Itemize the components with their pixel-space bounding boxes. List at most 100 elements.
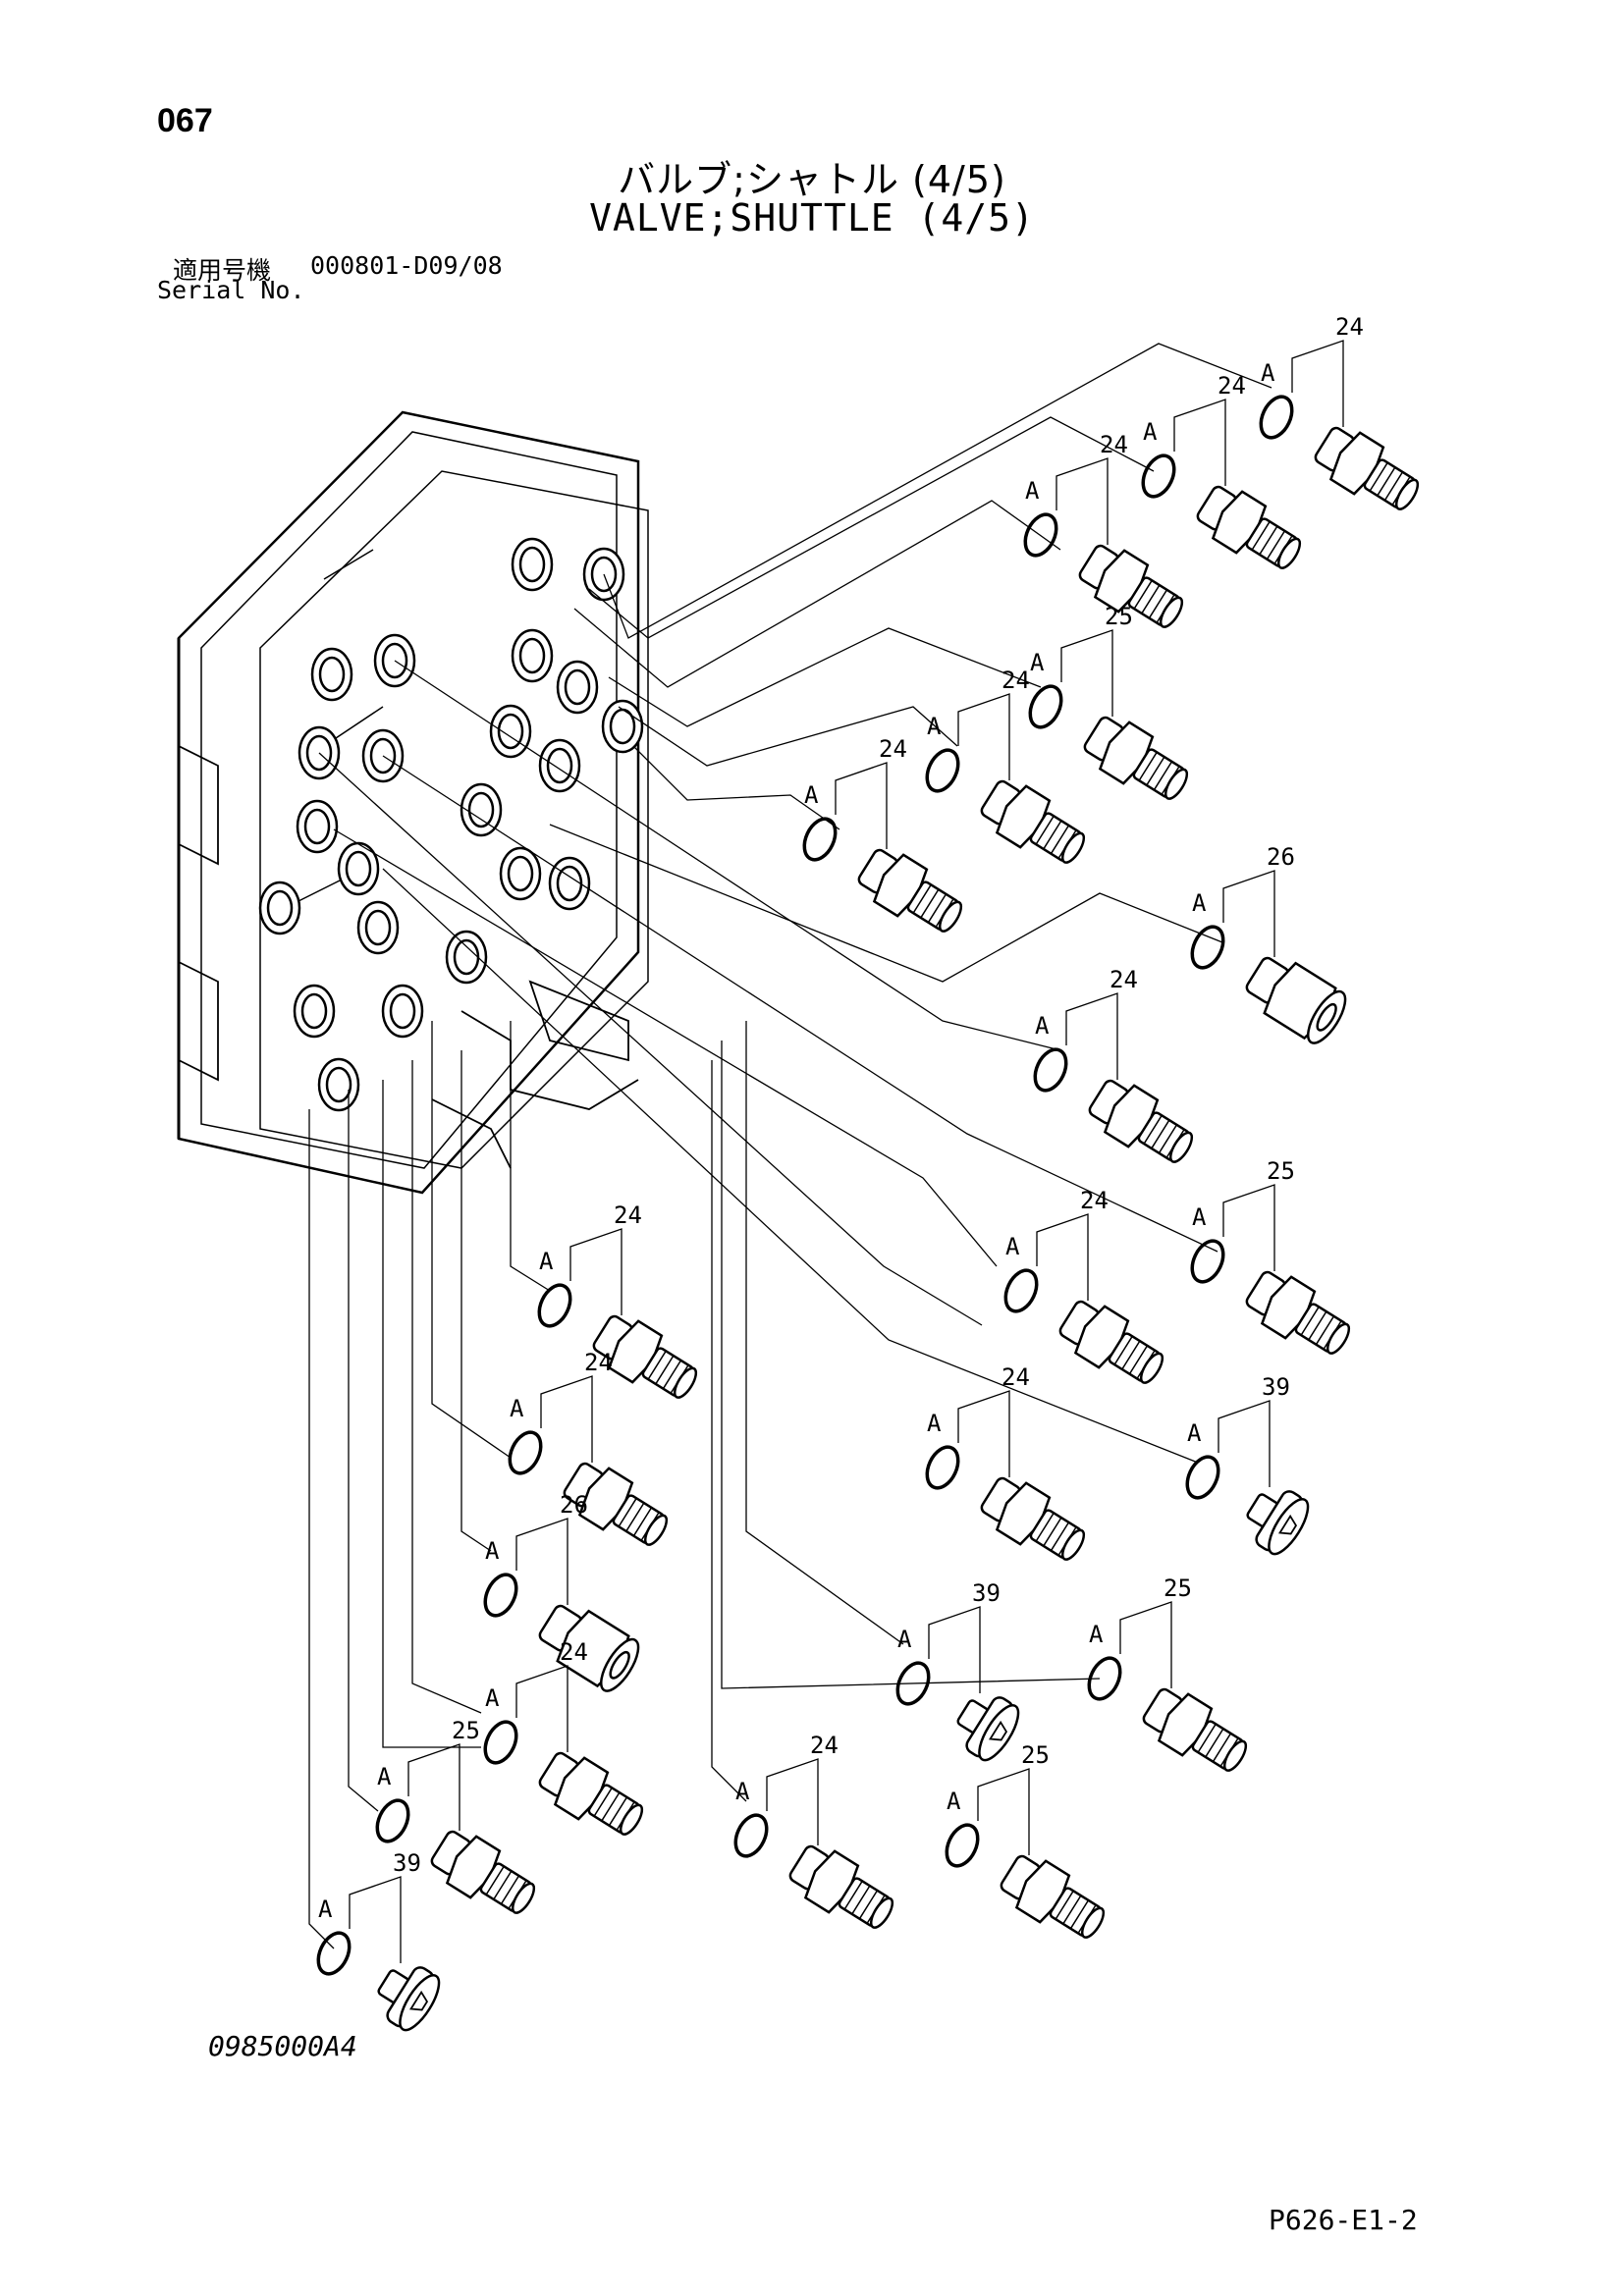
plug-icon (956, 1696, 1020, 1762)
callout-bracket (1291, 340, 1344, 427)
callout-bracket (407, 1743, 460, 1831)
callout-bracket (1119, 1601, 1172, 1688)
seal-label: A (1192, 889, 1207, 917)
part-number: 24 (584, 1349, 613, 1376)
o-ring (895, 1661, 931, 1706)
plug-icon (1246, 1490, 1310, 1556)
part-number: 25 (1267, 1157, 1295, 1185)
part-number: 39 (1262, 1373, 1290, 1401)
o-ring (1190, 925, 1225, 970)
parts-layer: A24A24A24A25A24A24A26A24A25A24A24A39A24A… (316, 313, 1420, 2032)
o-ring (1028, 684, 1063, 729)
seal-label: A (1089, 1621, 1104, 1648)
seal-label: A (485, 1537, 500, 1565)
o-ring (483, 1573, 518, 1618)
part-number: 25 (1021, 1741, 1050, 1769)
callout-bracket (766, 1758, 819, 1845)
callout-fitting-24: A24 (483, 1638, 644, 1836)
callout-fitting-25: A25 (1087, 1575, 1248, 1772)
callout-fitting-25: A25 (375, 1717, 536, 1914)
nut-icon (1245, 956, 1347, 1044)
callout-bracket (515, 1518, 568, 1605)
fitting-icon (1000, 1854, 1106, 1939)
callout-bracket (1036, 1213, 1089, 1301)
seal-label: A (804, 781, 819, 809)
o-ring (802, 817, 838, 862)
callout-plug-39: A 39 (895, 1579, 1020, 1762)
callout-nut-26: A 26 (483, 1491, 640, 1692)
callout-bracket (1222, 870, 1275, 957)
callout-fitting-25: A25 (945, 1741, 1106, 1939)
callout-bracket (515, 1665, 568, 1752)
seal-label: A (735, 1778, 750, 1805)
valve-ports (258, 537, 644, 1112)
part-number: 24 (1335, 313, 1364, 341)
fitting-icon (1078, 544, 1184, 628)
fitting-icon (1314, 426, 1420, 510)
callout-bracket (928, 1606, 981, 1693)
o-ring (733, 1813, 769, 1858)
part-number: 24 (1218, 372, 1246, 400)
fitting-icon (592, 1314, 698, 1399)
callout-fitting-24: A24 (1259, 313, 1420, 510)
callout-fitting-24: A 24 (1023, 431, 1184, 628)
o-ring (508, 1430, 543, 1475)
o-ring (925, 748, 960, 793)
fitting-icon (538, 1751, 644, 1836)
seal-label: A (1025, 477, 1040, 505)
callout-bracket (835, 762, 888, 849)
fitting-icon (857, 848, 963, 933)
fitting-icon (1088, 1079, 1194, 1163)
part-number: 24 (1001, 667, 1030, 694)
part-number: 24 (1100, 431, 1128, 458)
part-number: 24 (879, 735, 907, 763)
drawing-number: 0985000A4 (208, 2030, 357, 2062)
fitting-icon (430, 1830, 536, 1914)
plug-icon (377, 1966, 441, 2032)
callout-fitting-24: A24 (1033, 966, 1194, 1163)
part-number: 39 (972, 1579, 1001, 1607)
valve-body (177, 410, 649, 1195)
callout-bracket (1060, 629, 1113, 717)
nut-icon (538, 1604, 640, 1692)
callout-plug-39: A39 (316, 1849, 441, 2032)
page-code: P626-E1-2 (1269, 2204, 1418, 2236)
callout-fitting-24: A24 (1003, 1187, 1164, 1384)
serial-range: 000801-D09/08 (310, 251, 503, 280)
part-number: 26 (1267, 843, 1295, 871)
part-number: 24 (1110, 966, 1138, 993)
seal-label: A (318, 1896, 333, 1923)
seal-label: A (485, 1684, 500, 1712)
fitting-icon (1058, 1300, 1164, 1384)
o-ring (1003, 1268, 1039, 1313)
callout-fitting-25: A 25 (1028, 603, 1189, 800)
fitting-icon (980, 1476, 1086, 1561)
seal-label: A (1192, 1203, 1207, 1231)
seal-label: A (1143, 418, 1158, 446)
callout-bracket (1173, 399, 1226, 486)
o-ring (1033, 1047, 1068, 1093)
part-number: 25 (1105, 603, 1133, 630)
callout-fitting-24: A 24 (537, 1201, 698, 1399)
callout-bracket (977, 1768, 1030, 1855)
part-number: 24 (810, 1732, 839, 1759)
callout-nut-26: A 26 (1190, 843, 1347, 1044)
fitting-icon (563, 1462, 669, 1546)
o-ring (1259, 395, 1294, 440)
fitting-icon (1245, 1270, 1351, 1355)
fitting-icon (1142, 1687, 1248, 1772)
callout-fitting-24: A 24 (802, 735, 963, 933)
seal-label: A (539, 1248, 554, 1275)
seal-label: A (897, 1626, 912, 1653)
title-english: VALVE;SHUTTLE (4/5) (589, 196, 1035, 240)
callout-fitting-24: A 24 (733, 1732, 894, 1929)
seal-label: A (927, 1410, 942, 1437)
callout-bracket (1218, 1400, 1271, 1487)
o-ring (483, 1720, 518, 1765)
o-ring (316, 1931, 352, 1976)
page-number: 067 (157, 102, 213, 139)
seal-label: A (1030, 649, 1045, 676)
o-ring (1023, 512, 1058, 558)
callout-bracket (569, 1228, 623, 1315)
part-number: 26 (560, 1491, 588, 1519)
